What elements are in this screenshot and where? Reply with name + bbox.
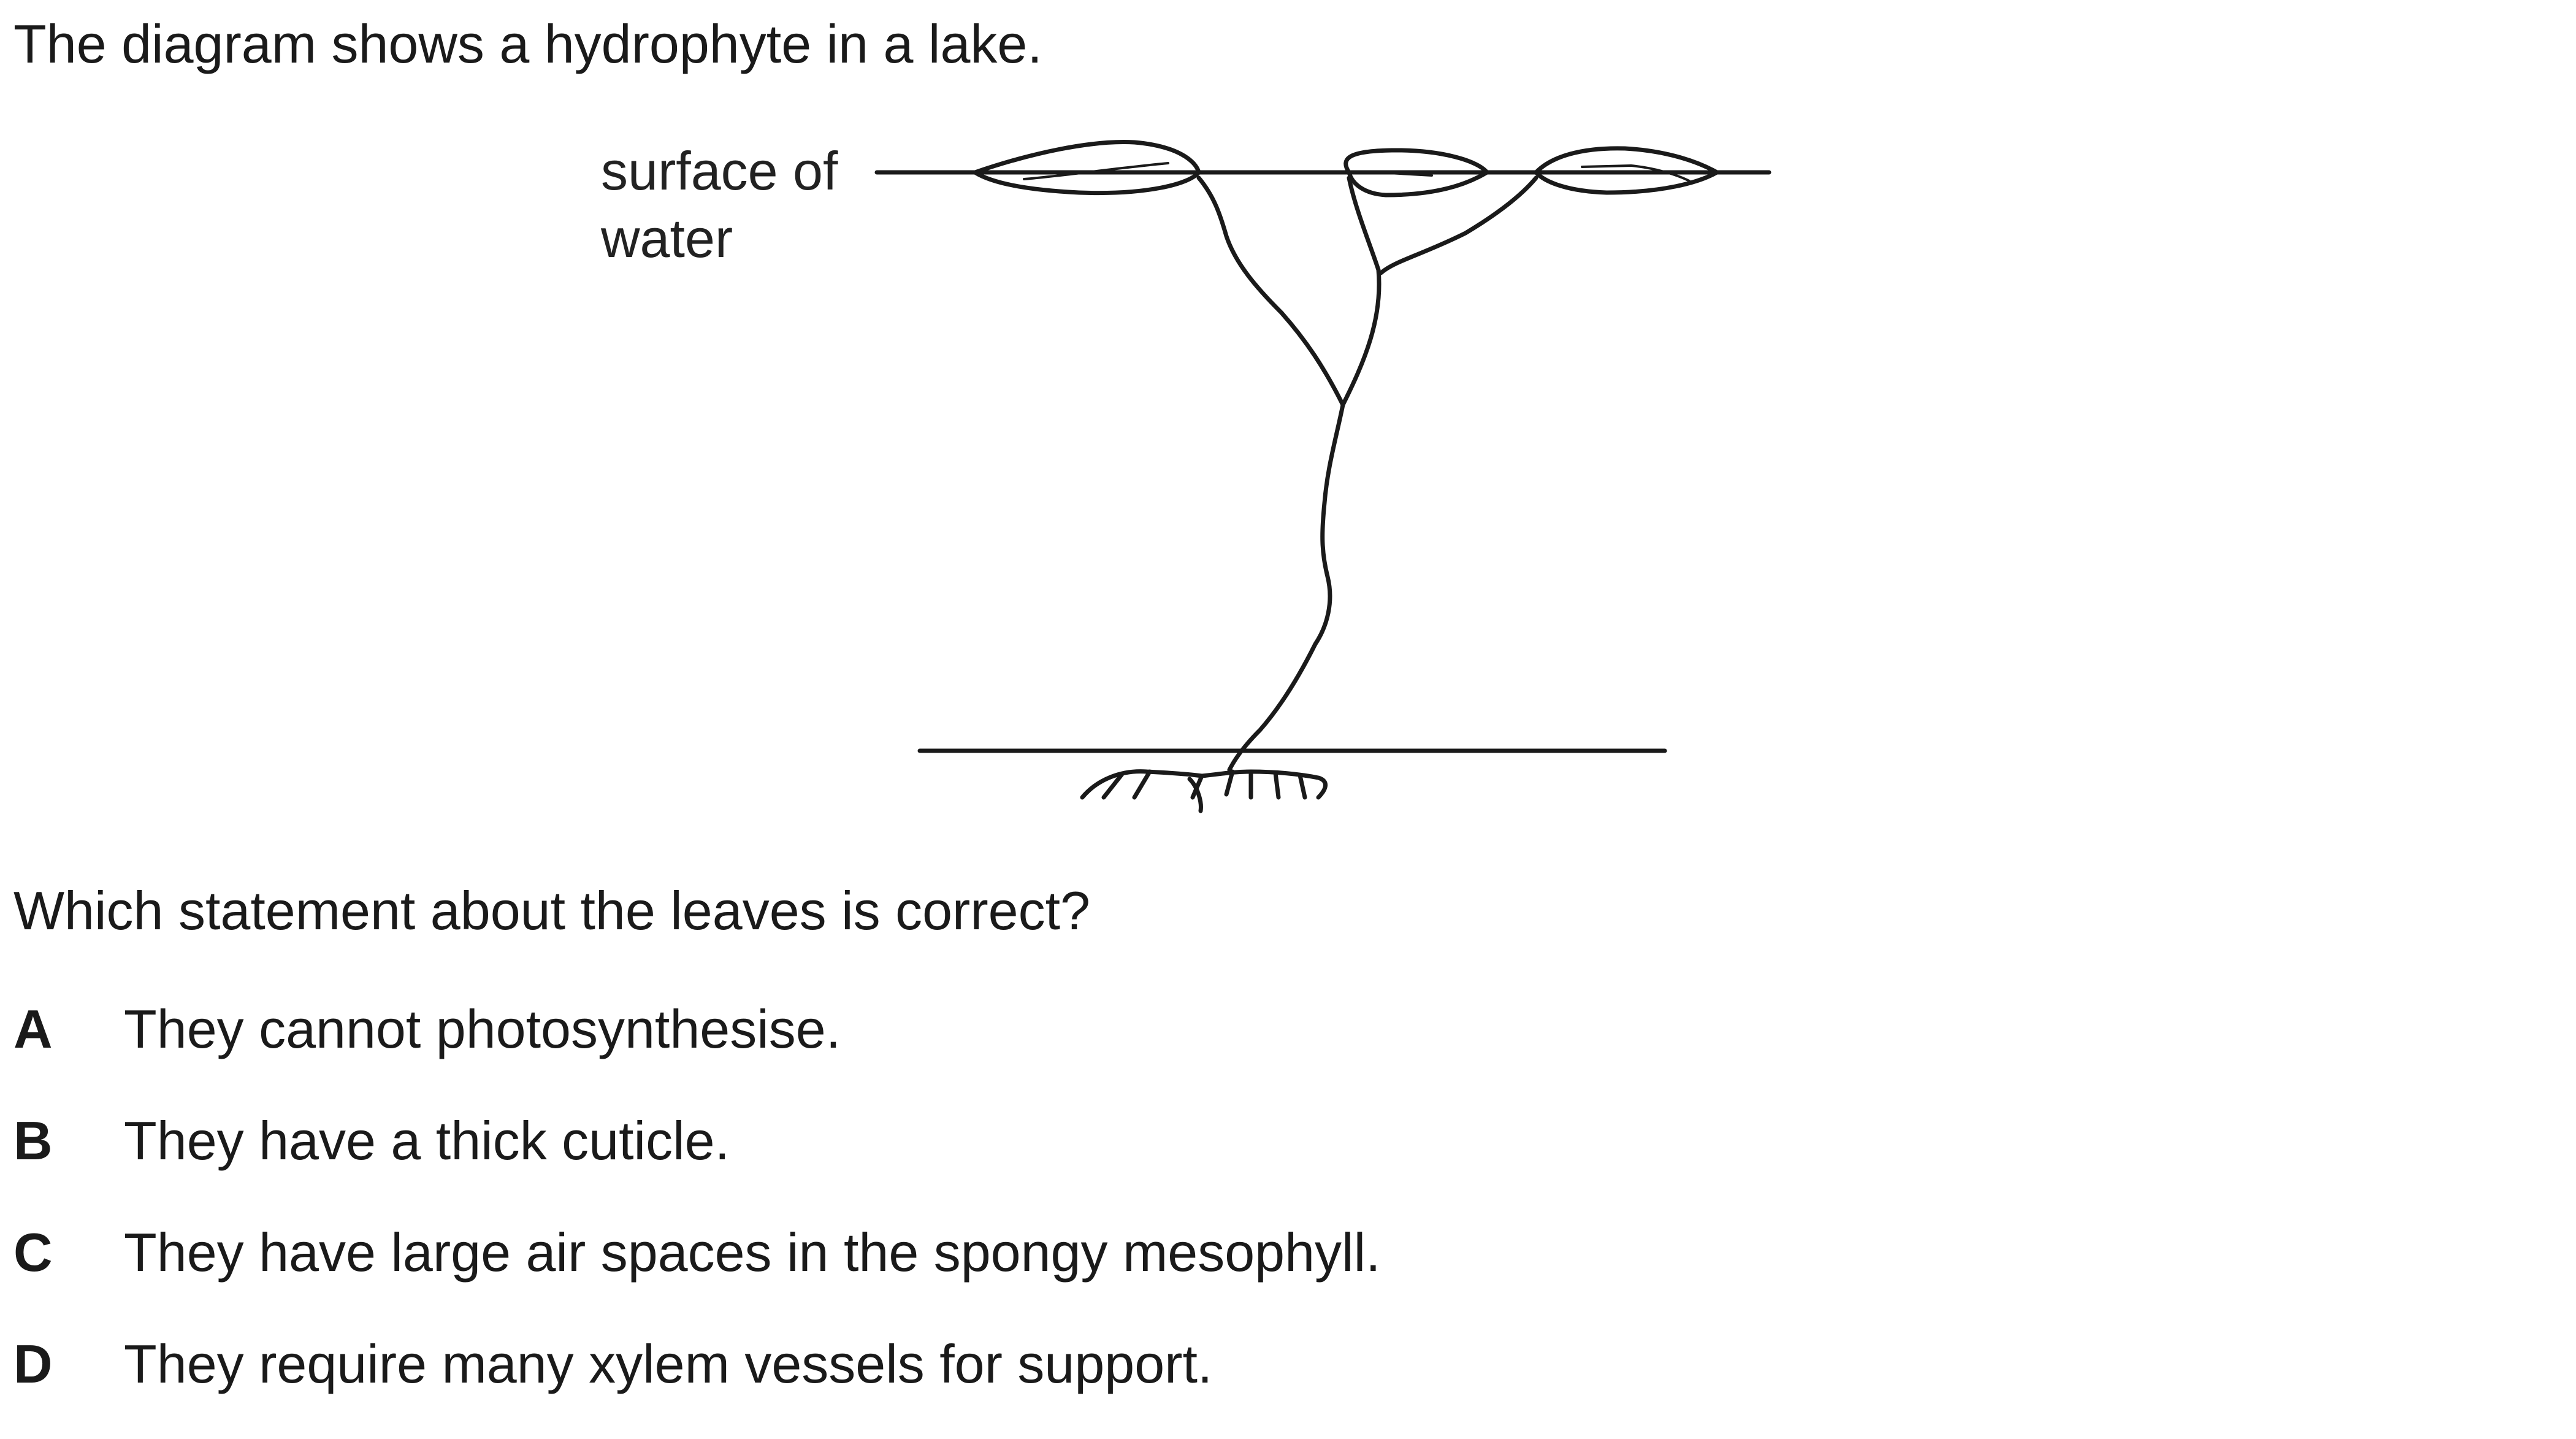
option-a-text: They cannot photosynthesise. (124, 999, 841, 1059)
water-label-line2: water (601, 208, 733, 269)
option-c-text: They have large air spaces in the spongy… (124, 1222, 1381, 1283)
intro-text: The diagram shows a hydrophyte in a lake… (13, 13, 1042, 74)
roots (1080, 769, 1204, 800)
option-d-letter: D (13, 1333, 53, 1394)
leaf-right-vein (1581, 164, 1691, 182)
petiole-middle (1340, 175, 1382, 407)
water-label-line1: surface of (601, 140, 838, 201)
option-b-text: They have a thick cuticle. (124, 1110, 730, 1171)
petiole-right (1378, 175, 1538, 275)
main-stem (1227, 402, 1345, 772)
option-c-letter: C (13, 1222, 53, 1283)
option-d-text: They require many xylem vessels for supp… (124, 1333, 1213, 1394)
water-surface-label: surface of water (601, 137, 838, 272)
option-b-letter: B (13, 1110, 53, 1171)
petiole-left (1196, 175, 1345, 407)
question-text: Which statement about the leaves is corr… (13, 880, 1090, 941)
leaf-right (1534, 146, 1719, 195)
hydrophyte-diagram: surface of water (601, 137, 1771, 813)
leaf-middle-vein (1366, 171, 1433, 177)
leaf-left-vein (1023, 162, 1169, 180)
leaf-left (973, 140, 1201, 196)
leaf-middle (1343, 148, 1489, 198)
hydrophyte-drawing (874, 140, 1771, 813)
option-a-letter: A (13, 999, 53, 1059)
